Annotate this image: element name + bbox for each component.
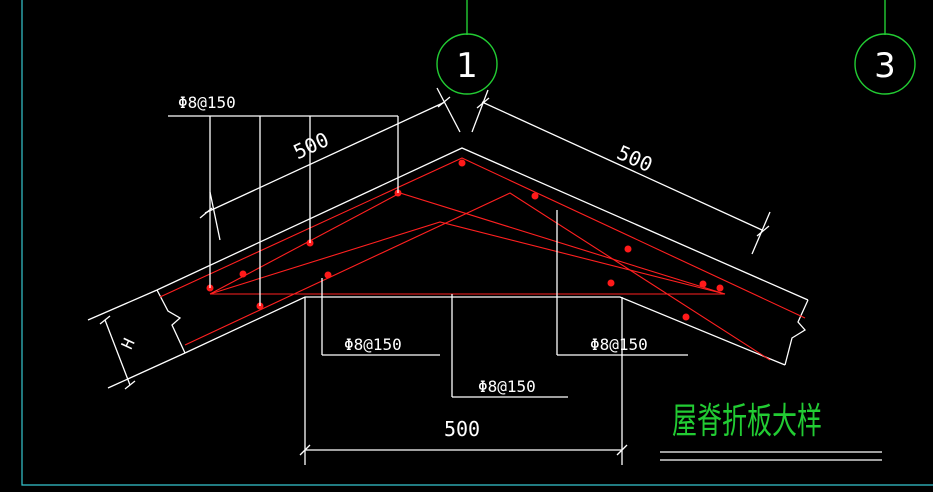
rebar-label-middle-left: Φ8@150 xyxy=(344,335,402,354)
rebar-leader-right: Φ8@150 xyxy=(556,210,688,356)
drawing-title-text: 屋脊折板大样 xyxy=(672,401,822,442)
dimension-left-slope: 500 xyxy=(199,87,461,241)
rebar-label-middle-bottom: Φ8@150 xyxy=(478,377,536,396)
rebar-lines xyxy=(159,157,806,361)
rebar-label-top-left: Φ8@150 xyxy=(178,93,236,112)
dimension-right-slope-text: 500 xyxy=(613,140,656,177)
rebar-leader-middle-bottom: Φ8@150 xyxy=(451,294,568,398)
drawing-frame xyxy=(21,0,933,486)
dimension-left-slope-text: 500 xyxy=(290,127,333,164)
rebar-leader-top-left: Φ8@150 xyxy=(168,93,399,306)
axis-marker-3: 3 xyxy=(854,0,916,95)
axis-marker-1: 1 xyxy=(436,0,498,95)
drawing-title: 屋脊折板大样 xyxy=(660,401,882,461)
rebar-label-right: Φ8@150 xyxy=(590,335,648,354)
plate-outline xyxy=(156,147,809,366)
axis-label-1: 1 xyxy=(456,46,478,86)
dimension-bottom: 500 xyxy=(299,297,628,465)
dimension-thickness: H xyxy=(87,289,186,390)
axis-label-3: 3 xyxy=(874,46,896,86)
dimension-bottom-text: 500 xyxy=(444,417,480,441)
dimension-thickness-text: H xyxy=(117,335,138,352)
rebar-leader-middle-left: Φ8@150 xyxy=(321,278,440,356)
